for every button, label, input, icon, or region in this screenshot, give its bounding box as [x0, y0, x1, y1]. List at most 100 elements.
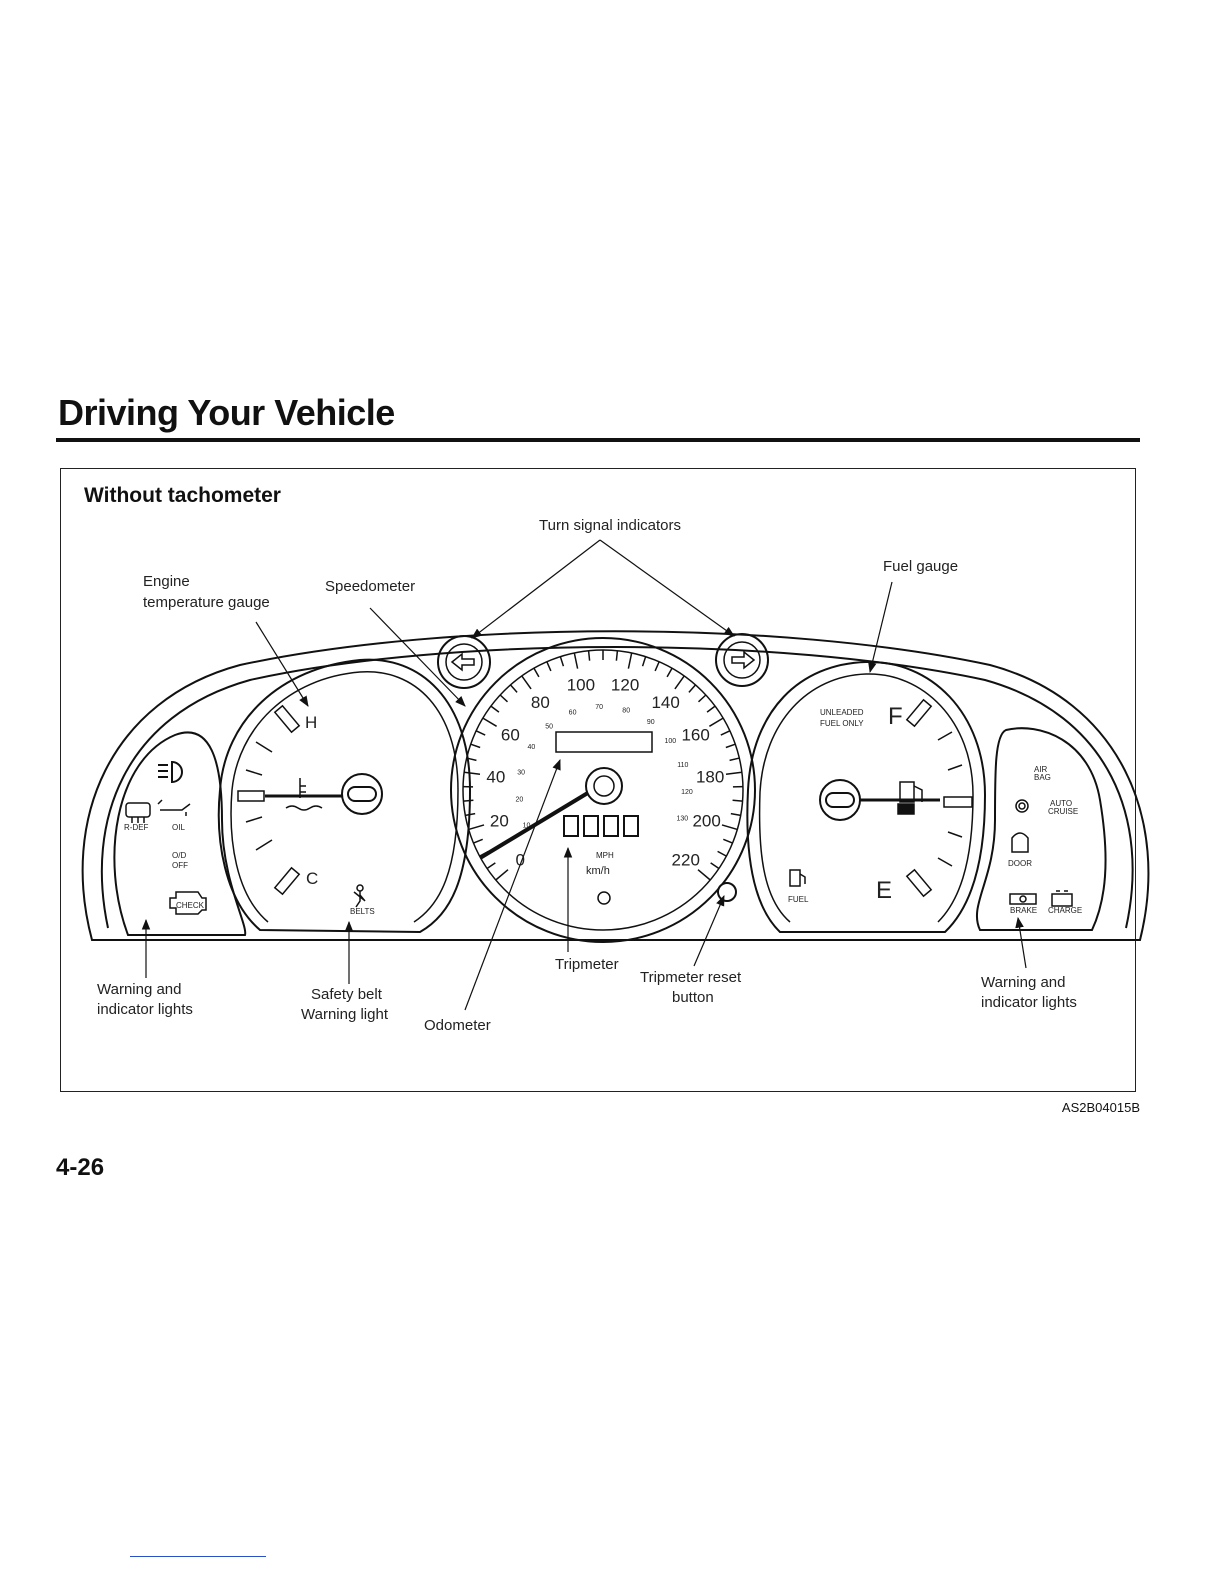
- speedometer-tick: [666, 667, 673, 678]
- speedometer-tick: [730, 812, 741, 817]
- odometer-display: [555, 731, 653, 753]
- temp-cold-label: C: [306, 869, 318, 888]
- speedometer-mph-label: 130: [676, 816, 688, 823]
- speedometer-tick: [482, 717, 497, 727]
- speedometer-tick: [674, 675, 685, 690]
- speedometer-callout: Speedometer: [325, 578, 415, 595]
- speedometer-tick: [732, 799, 743, 802]
- speedometer-kmh-label: 120: [611, 675, 639, 694]
- rear-defrost-icon: [125, 802, 151, 823]
- speedometer-tick: [725, 771, 742, 776]
- coolant-temperature-icon: [285, 778, 323, 811]
- speedometer-tick: [654, 661, 660, 672]
- speedometer-lamp: [597, 891, 611, 905]
- figure-frame: [60, 468, 1136, 1092]
- charge-label: CHARGE: [1048, 906, 1082, 915]
- battery-charge-icon: [1051, 890, 1073, 907]
- tripmeter-display: [563, 815, 639, 837]
- speedometer-kmh-label: 140: [651, 693, 679, 712]
- speedometer-tick: [729, 757, 740, 762]
- speedometer-tick: [470, 743, 481, 749]
- speedometer-mph-label: 80: [622, 707, 630, 714]
- cruise-label-1: AUTO: [1050, 799, 1072, 808]
- belts-label: BELTS: [350, 907, 375, 916]
- door-ajar-icon: [1011, 832, 1029, 853]
- speedometer-tick: [463, 799, 474, 802]
- seat-belt-warning-icon: [353, 884, 366, 908]
- engine-temp-callout-1: Engine: [143, 573, 190, 590]
- safety-belt-callout-2: Warning light: [301, 1006, 389, 1023]
- fuel-full-label: F: [888, 703, 903, 730]
- speedometer-tick: [720, 730, 731, 736]
- tripmeter-reset-button[interactable]: [717, 882, 737, 902]
- speedometer-kmh-label: 200: [692, 811, 720, 830]
- figure-code: AS2B04015B: [1061, 1100, 1140, 1115]
- fuel-note-2: FUEL ONLY: [820, 719, 864, 728]
- speedometer-tick: [533, 667, 540, 678]
- turn-signal-callout: Turn signal indicators: [539, 517, 681, 534]
- speedometer-mph-label: 10: [523, 823, 531, 830]
- speedometer-tick: [521, 675, 532, 690]
- low-fuel-icon: [789, 869, 806, 887]
- speedometer-tick: [723, 838, 733, 844]
- warning-right-callout-1: Warning and: [981, 974, 1066, 991]
- od-off-label-2: OFF: [172, 861, 188, 870]
- left-arrow-icon: [450, 652, 475, 672]
- speedometer-kmh-label: 60: [501, 726, 520, 745]
- footer-rule: [130, 1556, 266, 1557]
- speedometer-tick: [710, 862, 720, 870]
- warning-left-callout-2: indicator lights: [97, 1001, 193, 1018]
- speedometer-tick: [706, 705, 716, 713]
- door-label: DOOR: [1008, 859, 1032, 868]
- speedometer-mph-label: 30: [517, 769, 525, 776]
- safety-belt-callout-1: Safety belt: [311, 986, 383, 1003]
- figure-heading: Without tachometer: [84, 484, 281, 507]
- airbag-label-1: AIR: [1034, 765, 1048, 774]
- speedometer-mph-label: 60: [569, 710, 577, 717]
- temp-hot-label: H: [305, 713, 317, 732]
- speedometer-tick: [475, 730, 486, 736]
- warning-left-callout-1: Warning and: [97, 981, 182, 998]
- title-rule: [56, 438, 1140, 442]
- speedometer-tick: [473, 838, 483, 844]
- warning-right-callout-2: indicator lights: [981, 994, 1077, 1011]
- right-arrow-icon: [731, 650, 756, 670]
- speedometer-mph-label: 40: [527, 744, 535, 751]
- cruise-label-2: CRUISE: [1048, 807, 1078, 816]
- brake-warning-icon: [1009, 893, 1037, 905]
- left-warning-pod: R-DEF OIL O/D OFF CHECK: [113, 731, 247, 936]
- speedometer-tick: [688, 684, 697, 693]
- brake-label: BRAKE: [1010, 906, 1037, 915]
- speedometer-tick: [490, 705, 500, 713]
- airbag-label-2: BAG: [1034, 773, 1051, 782]
- right-warning-pod: AIR BAG AUTO CRUISE DOOR BRAKE CHARGE: [975, 727, 1107, 931]
- callout-lines: [141, 539, 1027, 1011]
- turn-signal-right-indicator: [715, 633, 769, 687]
- speedometer-tick: [641, 656, 647, 667]
- speedometer-tick: [627, 652, 633, 669]
- speedometer-tick: [615, 650, 619, 661]
- speedometer-kmh-label: 40: [486, 767, 505, 786]
- fuel-indicator-label: FUEL: [788, 895, 809, 904]
- cruise-indicator-icon: [1015, 799, 1029, 813]
- speedometer-tick: [546, 661, 552, 672]
- tripmeter-callout: Tripmeter: [555, 956, 619, 973]
- speedometer-tick: [717, 850, 727, 857]
- speedometer-tick: [499, 694, 509, 703]
- speedometer-ticks: [463, 650, 743, 881]
- speedometer-mph-label: 20: [516, 796, 524, 803]
- speedometer-tick: [697, 694, 707, 703]
- speedometer-kmh-label: 0: [516, 850, 525, 869]
- speedometer-tick: [697, 869, 711, 881]
- instrument-cluster-diagram: R-DEF OIL O/D OFF CHECK H C: [81, 517, 1150, 1034]
- speedometer-tick: [721, 824, 738, 831]
- speedometer-kmh-label: 20: [490, 811, 509, 830]
- speedometer-tick: [465, 812, 476, 817]
- speedometer-mph-label: 70: [595, 704, 603, 711]
- speedometer-tick: [725, 743, 736, 749]
- speedometer-tick: [559, 656, 565, 667]
- speedometer-kmh-label: 100: [567, 675, 595, 694]
- mph-unit-label: MPH: [596, 851, 614, 860]
- fuel-gauge: UNLEADED FUEL ONLY F E FUEL: [746, 660, 987, 933]
